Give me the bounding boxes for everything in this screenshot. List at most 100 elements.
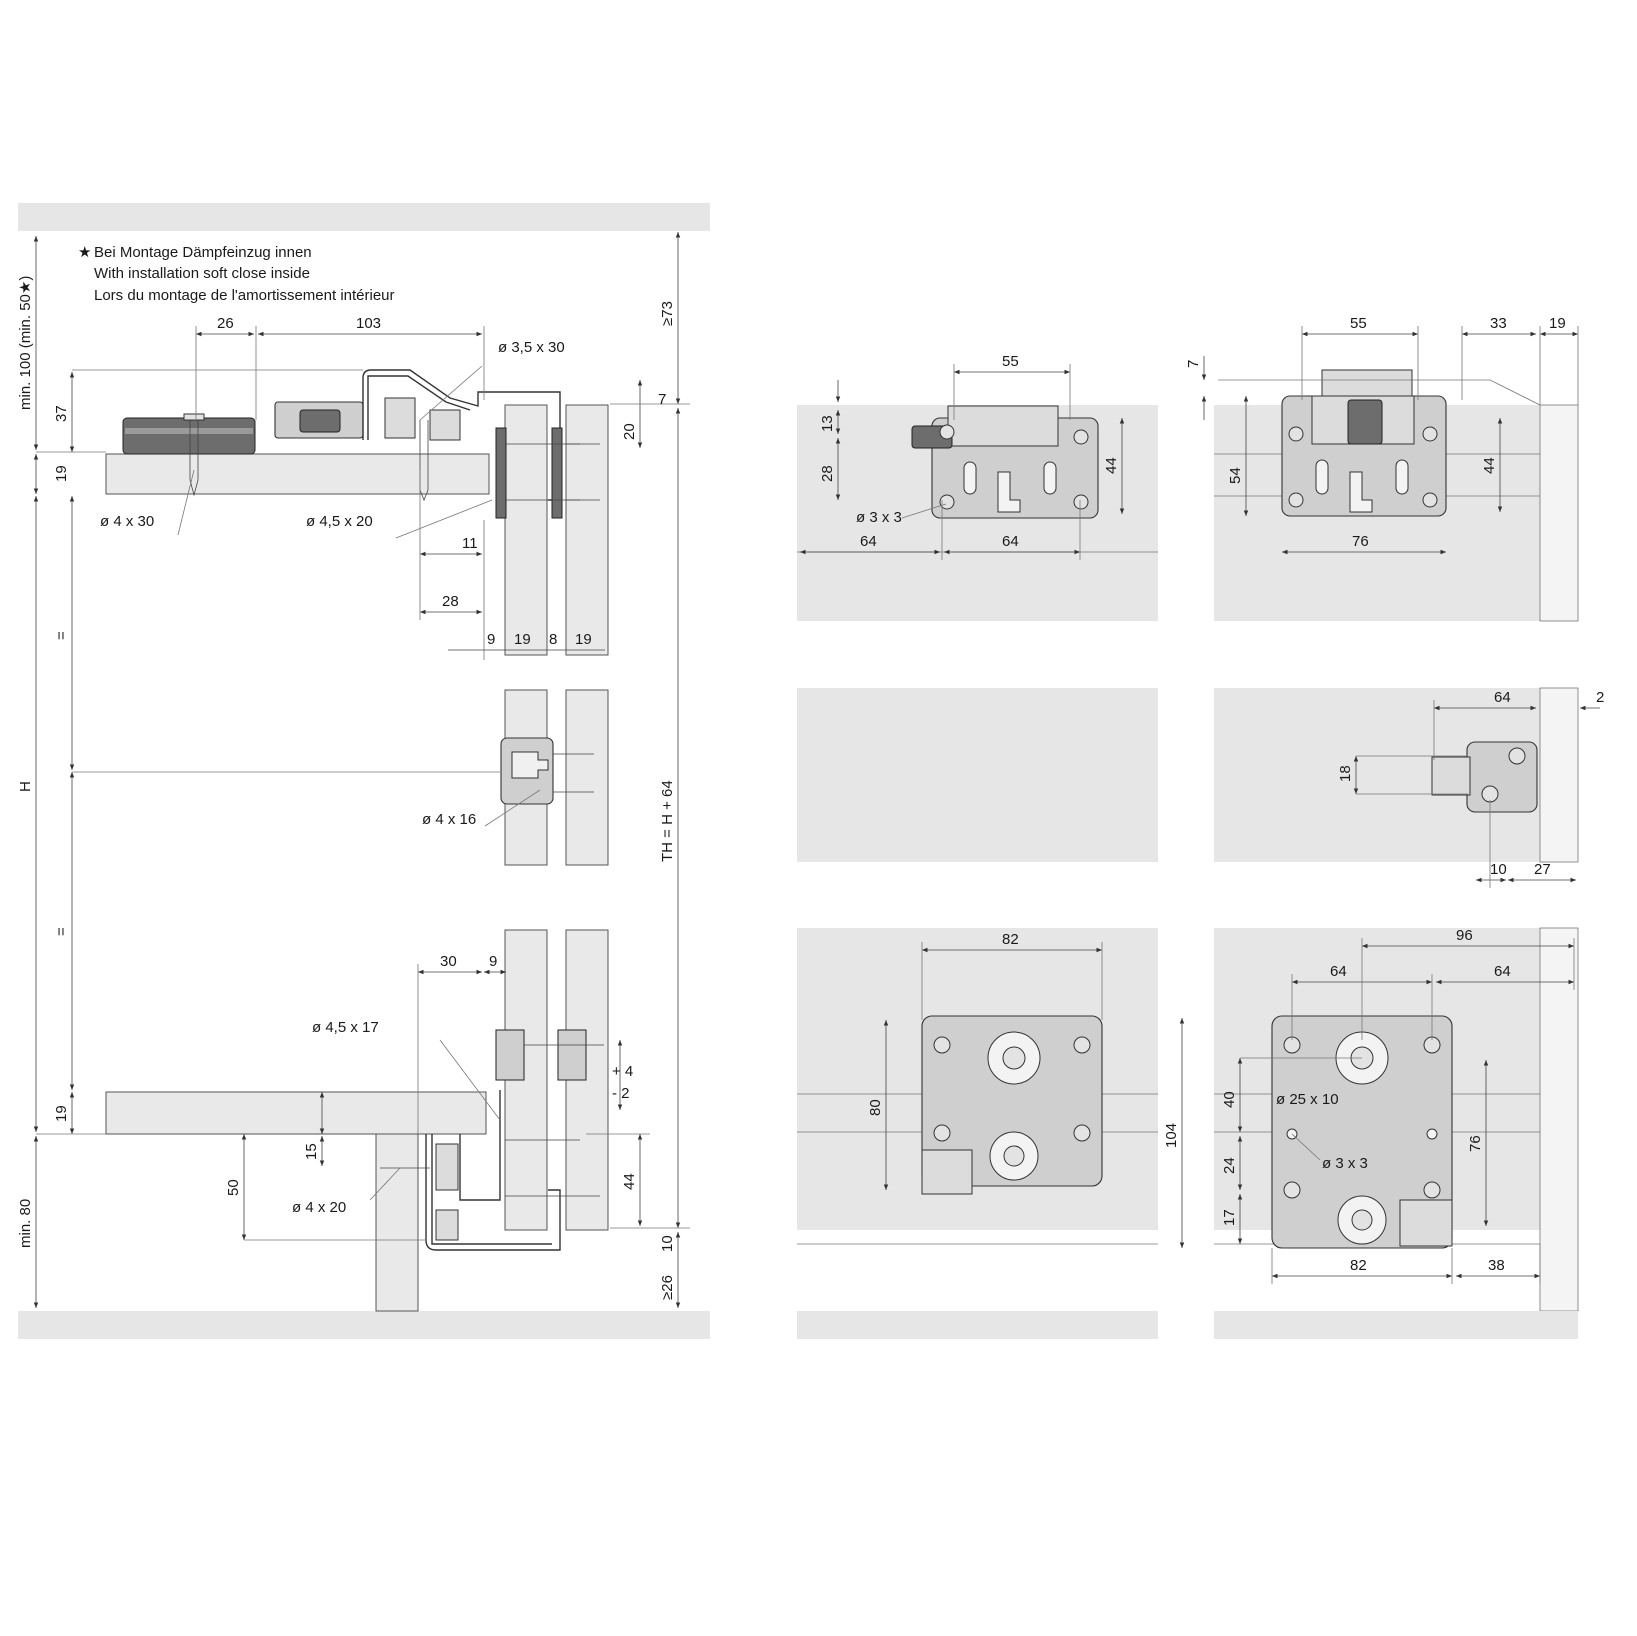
dim-28: 28: [442, 593, 459, 610]
dim-11: 11: [462, 535, 478, 552]
left-section-view: ★ Bei Montage Dämpfeinzug innen With ins…: [17, 203, 710, 1339]
tl-dim-64-b: 64: [1002, 533, 1019, 550]
note-line-fr: Lors du montage de l'amortissement intér…: [94, 287, 395, 304]
br-dim-40: 40: [1221, 1091, 1238, 1108]
tr-dim-7: 7: [1185, 360, 1202, 368]
br-dim-38: 38: [1488, 1257, 1505, 1274]
side-panel-front-top: [504, 404, 548, 656]
br-dim-104: 104: [1163, 1123, 1180, 1148]
tr-dim-54: 54: [1227, 467, 1244, 484]
tl-dim-28: 28: [819, 465, 836, 482]
dim-37: 37: [53, 405, 70, 422]
dim-19-a: 19: [514, 631, 531, 648]
mr-dim-2: 2: [1596, 689, 1604, 706]
tl-screw: ø 3 x 3: [856, 509, 902, 526]
dim-eq-bottom: =: [53, 927, 70, 936]
dim-26: 26: [217, 315, 234, 332]
bottom-runner-assembly: [380, 1029, 604, 1251]
dim-103: 103: [356, 315, 381, 332]
panel-mid-left: [797, 688, 1158, 862]
dim-screw-3-5x30: ø 3,5 x 30: [498, 339, 565, 356]
screw-4x30: [189, 418, 199, 497]
dim-minus2: - 2: [612, 1085, 630, 1102]
tr-dim-55: 55: [1350, 315, 1367, 332]
dim-8: 8: [549, 631, 557, 648]
note-line-en: With installation soft close inside: [94, 265, 310, 282]
dim-eq-top: =: [53, 631, 70, 640]
right-dimension-labels: 55 13 28 44 ø 3 x 3 64 64 7 55 33 19 54 …: [819, 315, 1604, 1274]
note-line-de: Bei Montage Dämpfeinzug innen: [94, 244, 312, 261]
dim-19-bottom: 19: [53, 1105, 70, 1122]
tr-dim-33: 33: [1490, 315, 1507, 332]
side-panel-back-top: [565, 404, 609, 656]
tl-dim-13: 13: [819, 415, 836, 432]
dim-9-b: 9: [489, 953, 497, 970]
dim-19-b: 19: [575, 631, 592, 648]
br-screw: ø 3 x 3: [1322, 1155, 1368, 1172]
br-dim-76: 76: [1467, 1135, 1484, 1152]
dim-7: 7: [658, 391, 666, 408]
mr-dim-18: 18: [1337, 765, 1354, 782]
bottom-runner-rail: [425, 1134, 561, 1251]
mr-dim-10: 10: [1490, 861, 1507, 878]
dim-19-top: 19: [53, 465, 70, 482]
dim-min80: min. 80: [17, 1199, 34, 1248]
br-dim-96: 96: [1456, 927, 1473, 944]
dim-H: H: [17, 781, 34, 792]
br-dim-82: 82: [1350, 1257, 1367, 1274]
top-damper-assembly: [122, 369, 600, 519]
bl-dim-82: 82: [1002, 931, 1019, 948]
dim-ge73: ≥73: [659, 301, 676, 326]
fitting-bottom-left: [921, 1015, 1103, 1195]
tr-dim-19: 19: [1549, 315, 1566, 332]
left-dimension-labels: min. 100 (min. 50★) 26 103 ø 3,5 x 30 37…: [17, 276, 676, 1300]
floor-bottom-right: [1214, 1311, 1578, 1339]
bottom-shelf: [105, 1091, 487, 1135]
dim-30: 30: [440, 953, 457, 970]
top-runner-rail: [362, 369, 561, 501]
dim-min-top: min. 100 (min. 50★): [17, 276, 34, 410]
fitting-top-left: [911, 405, 1099, 519]
installation-note: ★ Bei Montage Dämpfeinzug innen With ins…: [78, 244, 395, 304]
dim-44: 44: [621, 1173, 638, 1190]
note-star: ★: [78, 244, 91, 261]
side-panel-back-mid: [565, 689, 609, 866]
right-dimension-lines: [800, 326, 1600, 1284]
dim-screw-4x16: ø 4 x 16: [422, 811, 476, 828]
dim-10: 10: [659, 1235, 676, 1252]
right-views: 55 13 28 44 ø 3 x 3 64 64 7 55 33 19 54 …: [797, 315, 1604, 1339]
tr-dim-76: 76: [1352, 533, 1369, 550]
tl-dim-64-a: 64: [860, 533, 877, 550]
dim-TH: TH = H + 64: [659, 780, 676, 862]
dim-screw-4-5x17: ø 4,5 x 17: [312, 1019, 379, 1036]
br-dim-64-a: 64: [1330, 963, 1347, 980]
tr-dim-44: 44: [1481, 457, 1498, 474]
left-dimension-lines: [33, 232, 690, 1308]
ceiling-panel: [18, 203, 710, 231]
br-dim-17: 17: [1221, 1209, 1238, 1226]
dim-50: 50: [225, 1179, 242, 1196]
floor-bottom-left: [797, 1311, 1158, 1339]
floor-panel: [18, 1311, 710, 1339]
bl-dim-80: 80: [867, 1099, 884, 1116]
br-dim-64-b: 64: [1494, 963, 1511, 980]
dim-15: 15: [303, 1143, 320, 1160]
dim-screw-4x30: ø 4 x 30: [100, 513, 154, 530]
screw-icon: [939, 424, 955, 440]
dim-screw-4x20: ø 4 x 20: [292, 1199, 346, 1216]
fitting-mid-right: [1431, 741, 1538, 813]
mr-dim-64: 64: [1494, 689, 1511, 706]
br-dim-24: 24: [1221, 1157, 1238, 1174]
tl-dim-55: 55: [1002, 353, 1019, 370]
tl-dim-44: 44: [1103, 457, 1120, 474]
dim-9: 9: [487, 631, 495, 648]
damper-cylinder: [122, 417, 256, 455]
support-block: [375, 1133, 419, 1312]
fitting-top-right: [1218, 369, 1541, 517]
br-hole-25x10: ø 25 x 10: [1276, 1091, 1339, 1108]
middle-bracket: [500, 737, 594, 805]
dim-screw-4-5x20: ø 4,5 x 20: [306, 513, 373, 530]
dim-plus4: + 4: [612, 1063, 633, 1080]
top-shelf: [105, 453, 490, 495]
